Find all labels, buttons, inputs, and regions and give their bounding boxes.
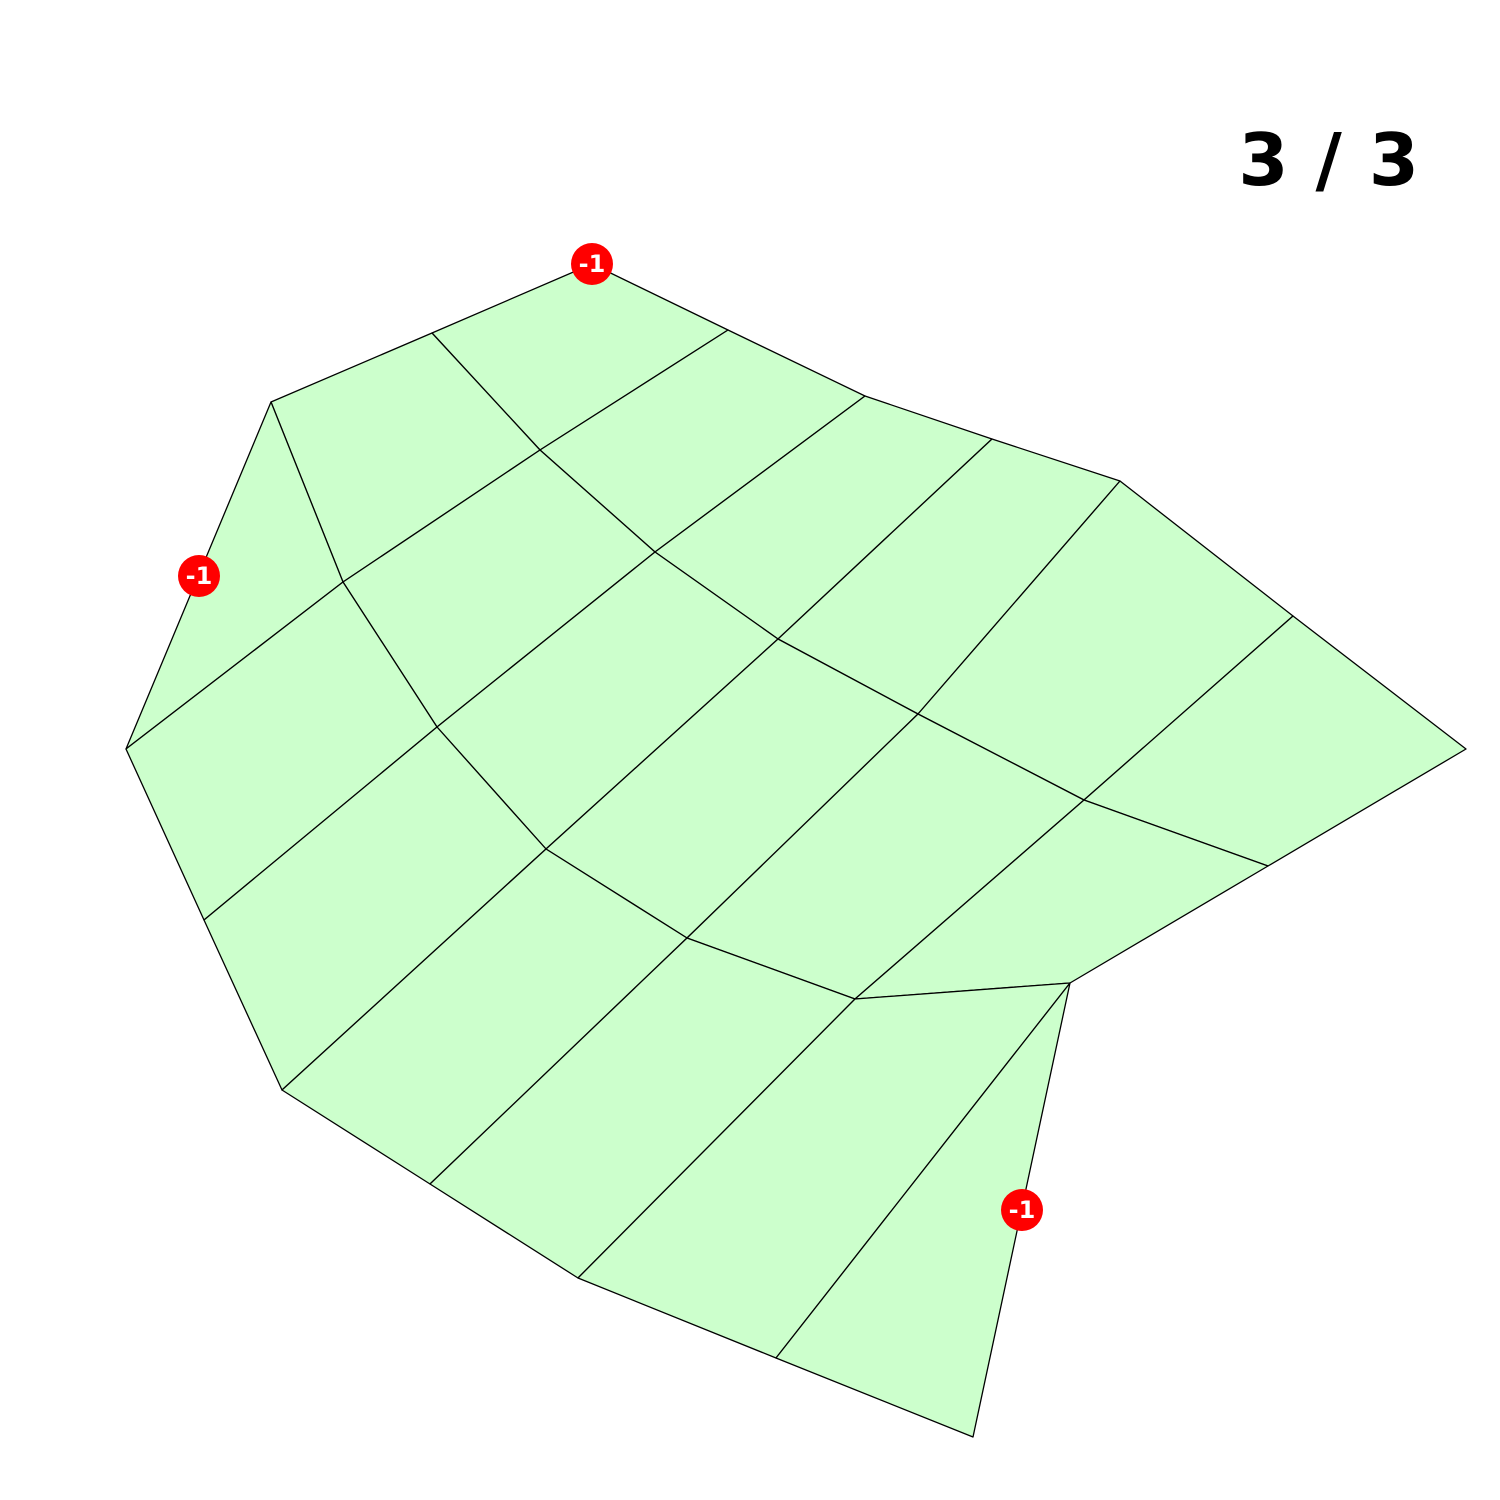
badge-left-label: -1 (186, 562, 213, 590)
badge-top: -1 (571, 243, 613, 285)
badge-bottom-circle (1001, 1189, 1043, 1231)
badge-layer: -1 -1 -1 (178, 243, 1043, 1231)
badge-left-circle (178, 555, 220, 597)
mesh-cells (125, 263, 1467, 1438)
badge-bottom-label: -1 (1009, 1196, 1036, 1224)
badge-left: -1 (178, 555, 220, 597)
badge-bottom: -1 (1001, 1189, 1043, 1231)
badge-top-circle (571, 243, 613, 285)
badge-top-label: -1 (579, 250, 606, 278)
page-counter: 3 / 3 (1238, 118, 1420, 202)
